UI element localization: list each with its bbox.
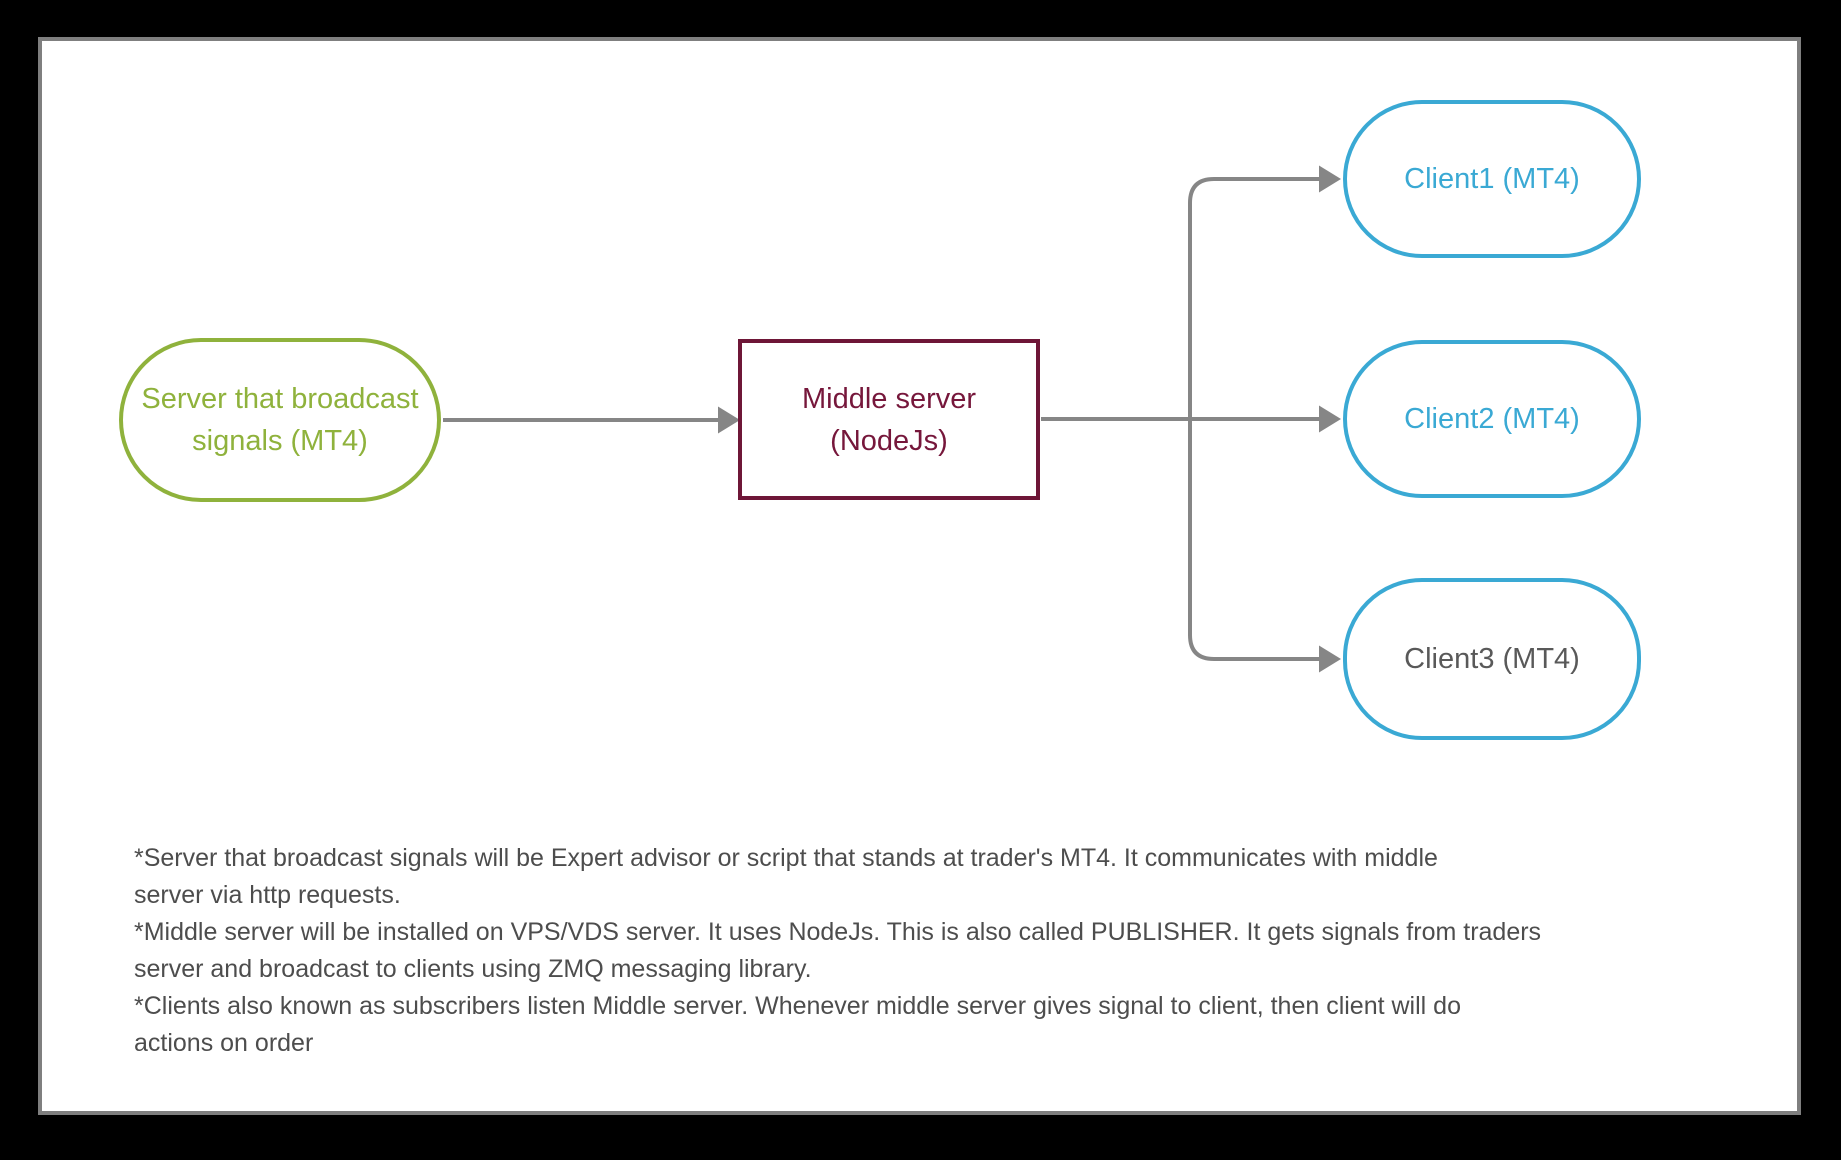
- node-client2: Client2 (MT4): [1343, 340, 1641, 498]
- footnote-line: *Clients also known as subscribers liste…: [134, 992, 1461, 1020]
- arrowhead-client2: [1319, 405, 1341, 433]
- node-broadcast-server: Server that broadcast signals (MT4): [119, 338, 441, 502]
- node-client2-label: Client2 (MT4): [1404, 403, 1580, 435]
- node-client3: Client3 (MT4): [1343, 578, 1641, 740]
- node-client1: Client1 (MT4): [1343, 100, 1641, 258]
- footnote-line: actions on order: [134, 1029, 314, 1057]
- footnote-line: server via http requests.: [134, 881, 401, 909]
- node-client1-label: Client1 (MT4): [1404, 163, 1580, 195]
- footnotes-block: *Server that broadcast signals will be E…: [134, 840, 1541, 1062]
- footnote-line: *Middle server will be installed on VPS/…: [134, 918, 1542, 946]
- edge-middle-to-client1: [1188, 177, 1321, 419]
- node-middle-server-label-line1: Middle server: [801, 382, 977, 415]
- arrowhead-client1: [1319, 165, 1341, 193]
- arrowhead-middle-server: [718, 406, 740, 434]
- edge-middle-to-client3: [1188, 419, 1321, 661]
- node-broadcast-server-label-line1: Server that broadcast: [141, 383, 419, 415]
- node-middle-server-label-line2: (NodeJs): [830, 424, 948, 457]
- node-broadcast-server-label-line2: signals (MT4): [192, 425, 368, 457]
- node-client3-label: Client3 (MT4): [1404, 643, 1580, 675]
- arrowhead-client3: [1319, 645, 1341, 673]
- footnote-line: *Server that broadcast signals will be E…: [134, 844, 1438, 872]
- node-middle-server: Middle server (NodeJs): [738, 339, 1040, 500]
- footnote-line: server and broadcast to clients using ZM…: [134, 955, 812, 983]
